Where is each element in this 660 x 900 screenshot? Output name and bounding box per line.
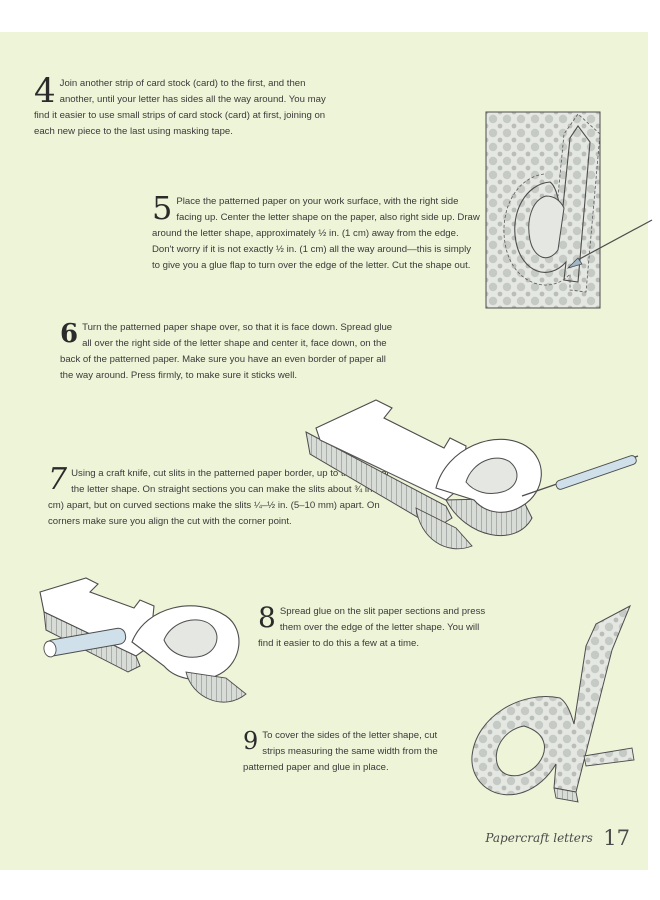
step-text: Turn the patterned paper shape over, so … xyxy=(60,322,393,381)
step-text: Join another strip of card stock (card) … xyxy=(34,78,326,137)
step-text: Using a craft knife, cut slits in the pa… xyxy=(48,468,389,527)
illustration-step-9 xyxy=(471,604,635,803)
step-9: 9 To cover the sides of the letter shape… xyxy=(243,728,453,776)
step-6: 6 Turn the patterned paper shape over, s… xyxy=(60,320,395,384)
page-number: 17 xyxy=(603,826,630,850)
step-8: 8 Spread glue on the slit paper sections… xyxy=(258,604,493,652)
step-text: Place the patterned paper on your work s… xyxy=(152,196,480,271)
step-text: Spread glue on the slit paper sections a… xyxy=(258,606,486,649)
section-title: Papercraft letters xyxy=(485,831,593,845)
illustration-step-5 xyxy=(485,111,653,309)
illustration-step-7 xyxy=(305,399,639,550)
illustration-step-8 xyxy=(39,577,247,703)
step-number: 4 xyxy=(34,71,56,111)
step-number: 7 xyxy=(48,462,68,497)
step-number: 8 xyxy=(258,601,276,634)
page-footer: Papercraft letters 17 xyxy=(485,826,630,850)
step-text: To cover the sides of the letter shape, … xyxy=(243,730,438,773)
step-4: 4 Join another strip of card stock (card… xyxy=(34,71,339,140)
step-7: 7 Using a craft knife, cut slits in the … xyxy=(48,462,394,530)
step-number: 5 xyxy=(152,189,173,227)
step-number: 9 xyxy=(243,727,259,755)
step-5: 5 Place the patterned paper on your work… xyxy=(152,189,480,274)
step-number: 6 xyxy=(60,319,79,349)
